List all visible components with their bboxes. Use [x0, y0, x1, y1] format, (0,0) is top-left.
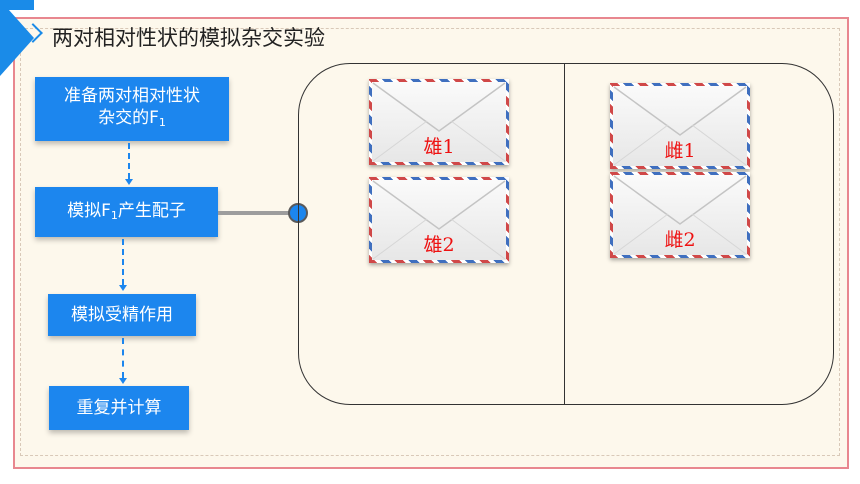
envelope-female-1[interactable]: 雌1 [610, 83, 750, 169]
envelope-container [298, 63, 834, 405]
step-simulate-fertilization[interactable]: 模拟受精作用 [48, 294, 196, 336]
container-divider [564, 63, 565, 405]
envelope-male-2[interactable]: 雄2 [369, 177, 509, 263]
envelope-icon [372, 180, 506, 260]
envelope-label: 雌1 [664, 140, 696, 162]
envelope-label: 雄2 [423, 234, 455, 256]
envelope-icon [613, 86, 747, 166]
envelope-label: 雌2 [664, 229, 696, 251]
envelope-icon [613, 175, 747, 255]
step-repeat-label: 重复并计算 [76, 398, 162, 418]
corner-triangle-icon [0, 0, 34, 76]
inner-border [20, 28, 840, 456]
flow-arrow-3 [119, 338, 127, 384]
step-prepare-f1[interactable]: 准备两对相对性状 杂交的F1 [35, 77, 229, 141]
step-simulate-gametes[interactable]: 模拟F1产生配子 [35, 187, 218, 237]
page-title: 两对相对性状的模拟杂交实验 [52, 26, 325, 50]
step-fertilization-label: 模拟受精作用 [71, 305, 173, 325]
envelope-female-2[interactable]: 雌2 [610, 172, 750, 258]
step-gametes-label2: 产生配子 [117, 201, 186, 221]
flow-arrow-2 [119, 239, 127, 291]
connector-line [218, 211, 296, 215]
step-prepare-label2: 杂交的F1 [98, 108, 166, 129]
step-prepare-label: 准备两对相对性状 [64, 86, 200, 106]
step-gametes-sub: 1 [110, 209, 118, 222]
envelope-icon [372, 82, 506, 162]
flow-arrow-1 [125, 143, 133, 185]
envelope-male-1[interactable]: 雄1 [369, 79, 509, 165]
envelope-label: 雄1 [423, 136, 455, 158]
corner-band [0, 0, 34, 10]
step-gametes-label: 模拟F [67, 201, 111, 221]
step-repeat-calculate[interactable]: 重复并计算 [49, 386, 189, 430]
